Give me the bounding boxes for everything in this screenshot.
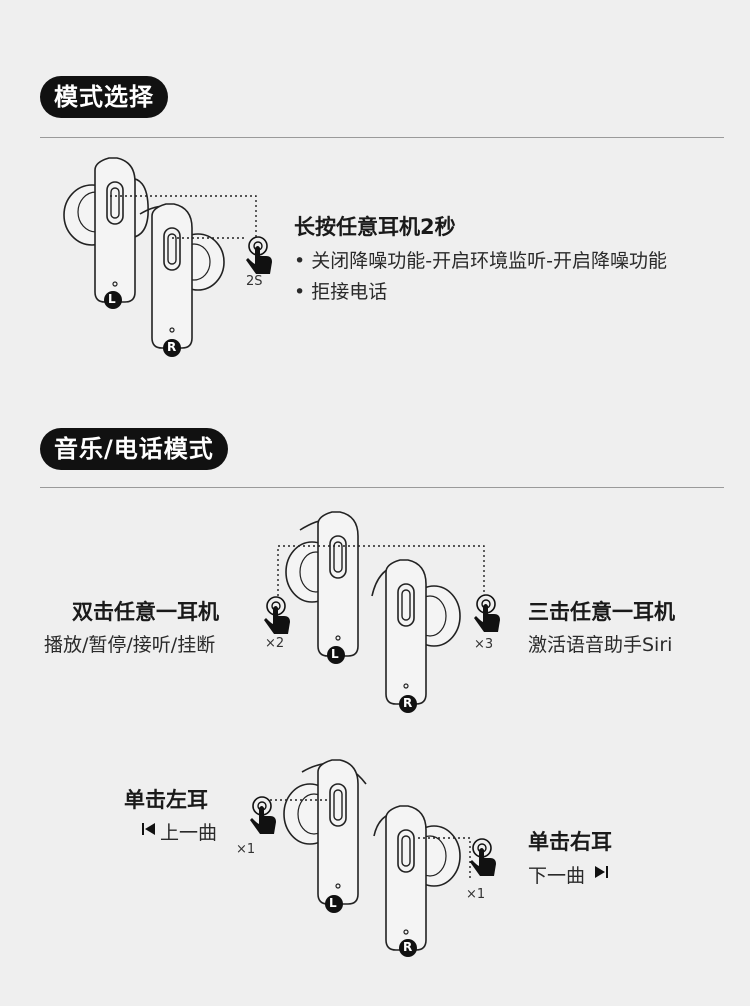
left-ear-badge: L xyxy=(108,292,116,306)
single-right-heading: 单击右耳 xyxy=(528,830,612,854)
triple-tap-count: ×3 xyxy=(474,637,494,652)
earbud-right-illustration-2 xyxy=(371,559,461,705)
single-tap-left-hand-icon xyxy=(249,796,277,835)
double-tap-desc: 播放/暂停/接听/挂断 xyxy=(44,634,216,656)
right-ear-badge: R xyxy=(167,340,177,354)
triple-tap-desc: 激活语音助手Siri xyxy=(528,634,673,656)
single-left-desc: 上一曲 xyxy=(160,822,218,844)
single-left-count: ×1 xyxy=(236,842,256,857)
section-title-music-call: 音乐/电话模式 xyxy=(40,428,228,470)
next-track-icon xyxy=(595,866,608,878)
long-press-bullet-2: • 拒接电话 xyxy=(294,281,388,303)
triple-tap-hand-icon xyxy=(473,594,501,633)
divider xyxy=(40,137,724,138)
double-tap-hand-icon xyxy=(263,596,291,635)
press-duration-label: 2S xyxy=(246,274,263,289)
earbud-left-illustration-2 xyxy=(285,511,359,657)
double-tap-count: ×2 xyxy=(265,636,285,651)
badges xyxy=(104,291,417,957)
single-left-heading: 单击左耳 xyxy=(124,788,208,812)
prev-track-icon xyxy=(142,823,155,835)
double-tap-heading: 双击任意一耳机 xyxy=(72,600,219,624)
divider xyxy=(40,487,724,488)
earbud-right-illustration-3 xyxy=(373,805,461,951)
single-tap-right-hand-icon xyxy=(469,838,497,877)
press-hand-icon xyxy=(245,236,273,275)
triple-tap-heading: 三击任意一耳机 xyxy=(528,600,675,624)
right-ear-badge: R xyxy=(403,940,413,954)
long-press-heading: 长按任意耳机2秒 xyxy=(294,215,456,239)
long-press-bullet-1: • 关闭降噪功能-开启环境监听-开启降噪功能 xyxy=(294,250,667,272)
earbud-right-illustration xyxy=(139,203,225,349)
earbud-left-illustration-3 xyxy=(283,759,367,905)
single-right-desc: 下一曲 xyxy=(528,865,586,887)
left-ear-badge: L xyxy=(331,647,339,661)
left-ear-badge: L xyxy=(329,896,337,910)
section-title-mode-select: 模式选择 xyxy=(40,76,168,118)
single-right-count: ×1 xyxy=(466,887,486,902)
earbud-left-illustration xyxy=(63,157,149,303)
right-ear-badge: R xyxy=(403,696,413,710)
